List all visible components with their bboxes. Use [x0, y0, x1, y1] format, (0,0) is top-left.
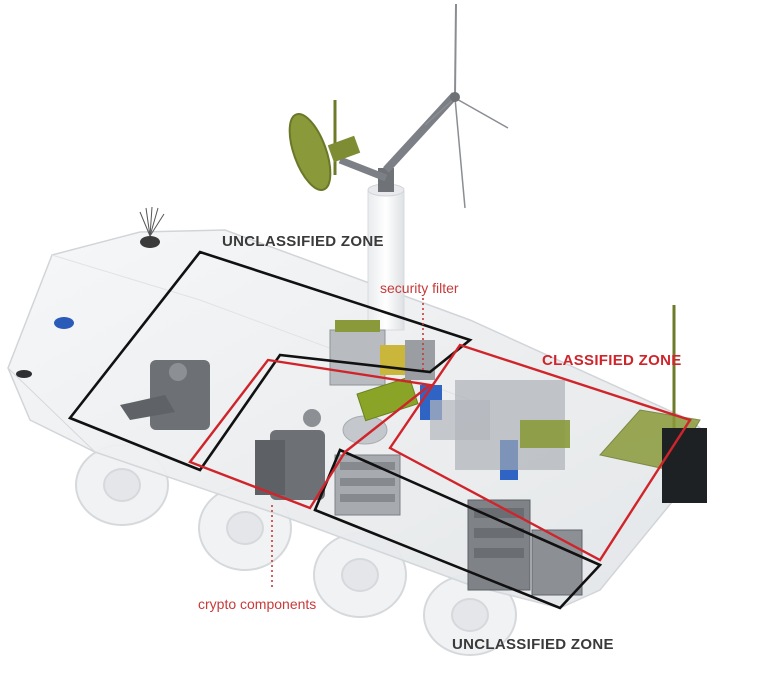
crew-seat-front	[120, 360, 210, 430]
crypto-components-label: crypto components	[198, 596, 317, 612]
classified-zone-outline-middle	[188, 358, 433, 510]
equipment-racks	[329, 320, 583, 596]
dish	[288, 113, 332, 191]
classified-zone-outline-rear	[388, 343, 692, 562]
wheels	[75, 444, 517, 656]
front-light	[16, 370, 32, 378]
satellite-antenna	[288, 3, 509, 209]
unclassified-zone-label-bottom: UNCLASSIFIED ZONE	[452, 636, 614, 653]
security-filter-label: security filter	[380, 280, 459, 296]
classified-zone-label: CLASSIFIED ZONE	[542, 352, 682, 369]
unclassified-zone-outline-bottom	[313, 448, 603, 610]
crew-seat-middle	[255, 409, 325, 500]
unclassified-zone-outline-top	[67, 250, 473, 472]
unclassified-zone-label-top: UNCLASSIFIED ZONE	[222, 233, 384, 250]
rear-grille	[599, 305, 707, 503]
front-antenna	[139, 206, 165, 248]
security-filter-device	[356, 376, 419, 422]
periscope-blue	[54, 317, 74, 329]
